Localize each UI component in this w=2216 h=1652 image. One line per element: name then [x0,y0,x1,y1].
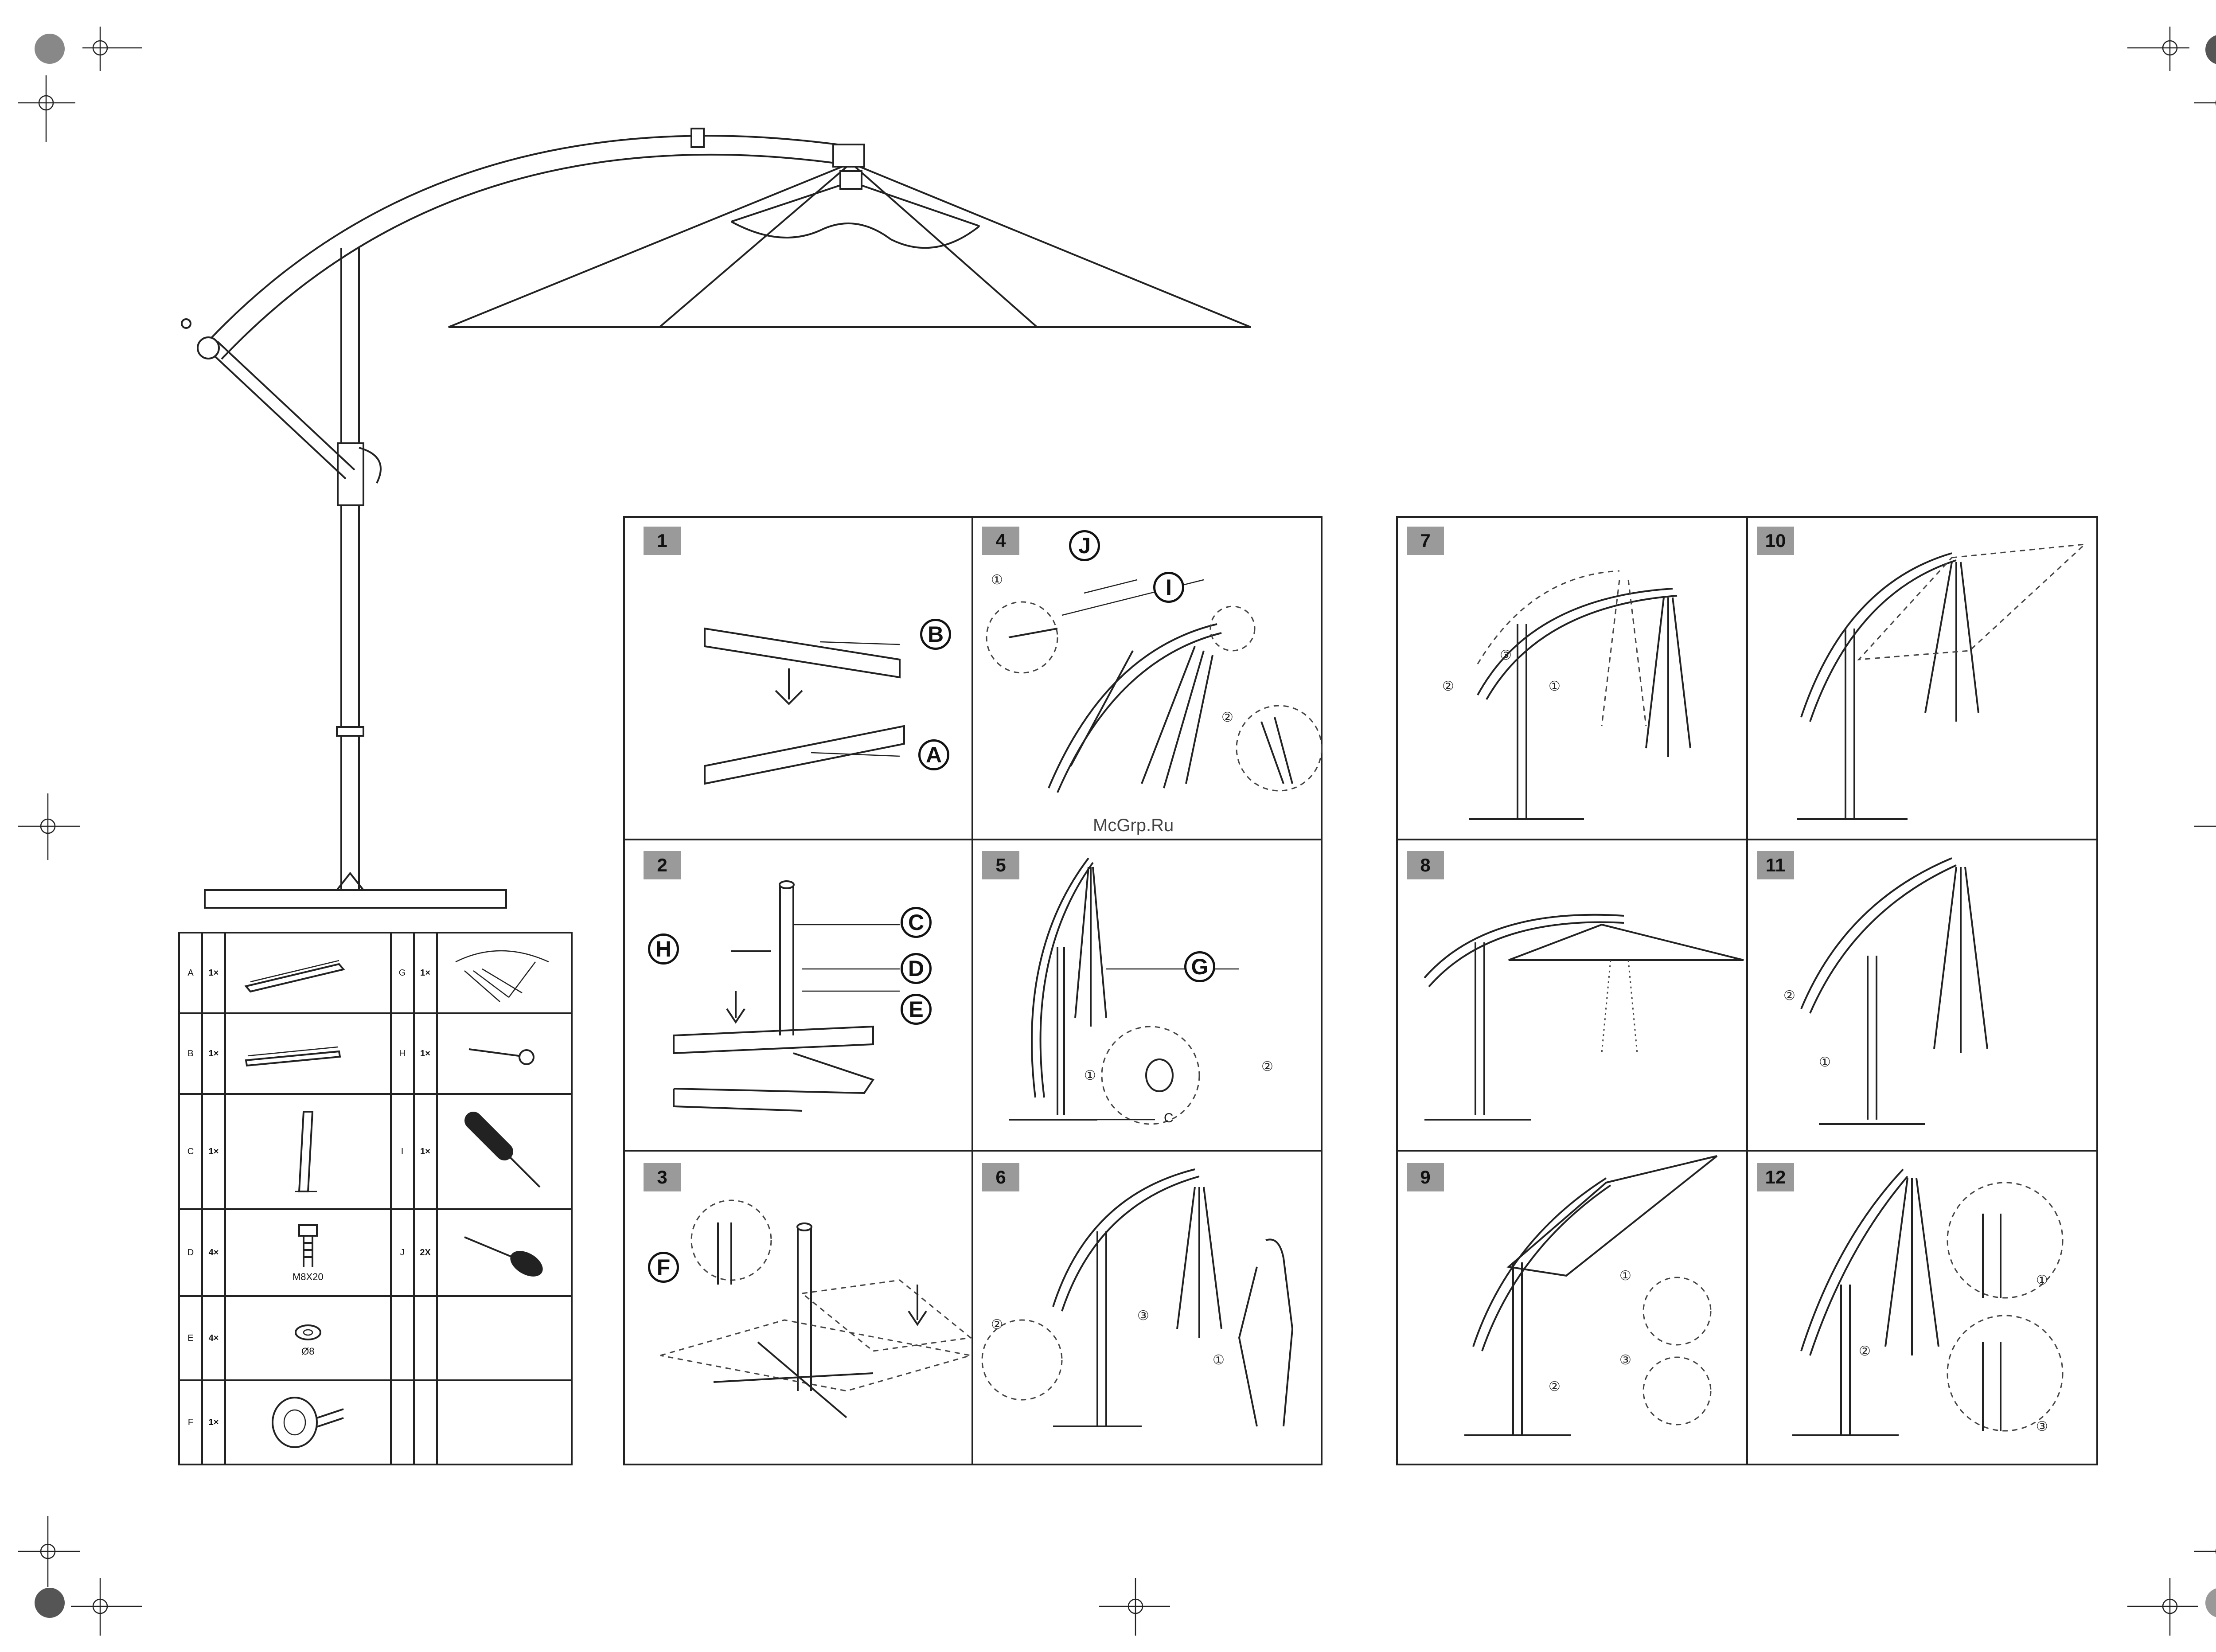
part-illustration-b [225,1013,391,1094]
watermark-text: McGrp.Ru [1093,816,1174,836]
part-key: G [391,933,414,1013]
part-illustration-j [437,1209,572,1296]
parts-list-table: A 1× G 1× B 1× H 1× C 1× I 1× D [178,932,573,1465]
part-illustration-d: M8X20 [225,1209,391,1296]
marker-1: ① [1819,1055,1831,1070]
marker-1: ① [2036,1273,2048,1288]
marker-1: ① [1213,1353,1225,1367]
callout-j: J [1069,530,1100,561]
part-qty: 1× [414,1094,437,1209]
part-qty: 1× [202,1094,225,1209]
step-1-drawing [625,518,975,842]
marker-2: ② [1783,988,1795,1003]
step-6-drawing: ② ③ ① [973,1152,1324,1467]
marker-3: ③ [2036,1419,2048,1434]
marker-2: ② [1549,1379,1561,1394]
part-illustration-a [225,933,391,1013]
callout-i: I [1153,572,1184,603]
part-qty: 1× [414,933,437,1013]
marker-2: ② [1261,1059,1273,1074]
step-panel-9: 9 ① ③ ② [1396,1150,1748,1465]
part-qty: 4× [202,1296,225,1380]
marker-1: ① [1084,1068,1096,1083]
step-panel-11: 11 ② ① [1746,839,2098,1152]
step-12-drawing: ① ③ ② [1748,1152,2100,1467]
part-key: C [179,1094,202,1209]
callout-h: H [648,933,679,965]
marker-1: ① [991,573,1003,587]
marker-1: ① [1549,679,1561,694]
callout-d: D [901,953,932,984]
step-panel-4: 4 ① ② J I [971,516,1323,840]
step-panel-3: 3 F [623,1150,973,1465]
callout-g: G [1184,951,1215,982]
part-illustration-f [225,1380,391,1465]
part-key: H [391,1013,414,1094]
marker-3: ③ [1137,1308,1149,1323]
table-row: A 1× G 1× [179,933,572,1013]
part-illustration-e: Ø8 [225,1296,391,1380]
step-9-drawing: ① ③ ② [1398,1152,1750,1467]
step-panel-6: 6 ② ③ ① [971,1150,1323,1465]
callout-f: F [648,1252,679,1283]
callout-b: B [920,619,951,650]
step-panel-2: 2 C D E H [623,839,973,1152]
part-qty: 4× [202,1209,225,1296]
part-qty: 1× [414,1013,437,1094]
step-4-drawing: ① ② [973,518,1324,842]
marker-2: ② [1442,679,1454,694]
step-panel-10: 10 [1746,516,2098,840]
part-qty: 2X [414,1209,437,1296]
part-illustration-i [437,1094,572,1209]
step-8-drawing [1398,840,1750,1153]
callout-c-small: C [1164,1111,1174,1126]
part-key: A [179,933,202,1013]
step-7-drawing: ② ③ ① [1398,518,1750,842]
step-3-drawing [625,1152,975,1467]
callout-e: E [901,994,932,1025]
part-qty: 1× [202,1013,225,1094]
part-key: J [391,1209,414,1296]
part-size-label: M8X20 [293,1271,324,1282]
part-key: I [391,1094,414,1209]
step-11-drawing: ② ① [1748,840,2100,1153]
part-key: F [179,1380,202,1465]
step-panel-7: 7 ② ③ ① [1396,516,1748,840]
table-row: D 4× M8X20 J 2X [179,1209,572,1296]
step-5-drawing: ① ② [973,840,1324,1153]
part-key: D [179,1209,202,1296]
part-qty: 1× [202,1380,225,1465]
marker-2: ② [991,1317,1003,1332]
table-row: B 1× H 1× [179,1013,572,1094]
table-row: C 1× I 1× [179,1094,572,1209]
part-illustration-g [437,933,572,1013]
marker-2: ② [1859,1344,1871,1359]
step-10-drawing [1748,518,2100,842]
marker-2: ② [1221,710,1233,725]
part-qty: 1× [202,933,225,1013]
step-panel-5: 5 ① ② G C [971,839,1323,1152]
part-key: B [179,1013,202,1094]
step-panel-12: 12 ① ③ ② [1746,1150,2098,1465]
part-size-label: Ø8 [301,1346,314,1357]
table-row: E 4× Ø8 [179,1296,572,1380]
callout-c: C [901,907,932,938]
part-illustration-c [225,1094,391,1209]
callout-a: A [918,739,949,770]
step-panel-1: 1 B A [623,516,973,840]
part-illustration-h [437,1013,572,1094]
marker-1: ① [1619,1269,1631,1283]
marker-3: ③ [1619,1353,1631,1367]
marker-3: ③ [1500,648,1512,663]
table-row: F 1× [179,1380,572,1465]
part-key: E [179,1296,202,1380]
step-panel-8: 8 [1396,839,1748,1152]
